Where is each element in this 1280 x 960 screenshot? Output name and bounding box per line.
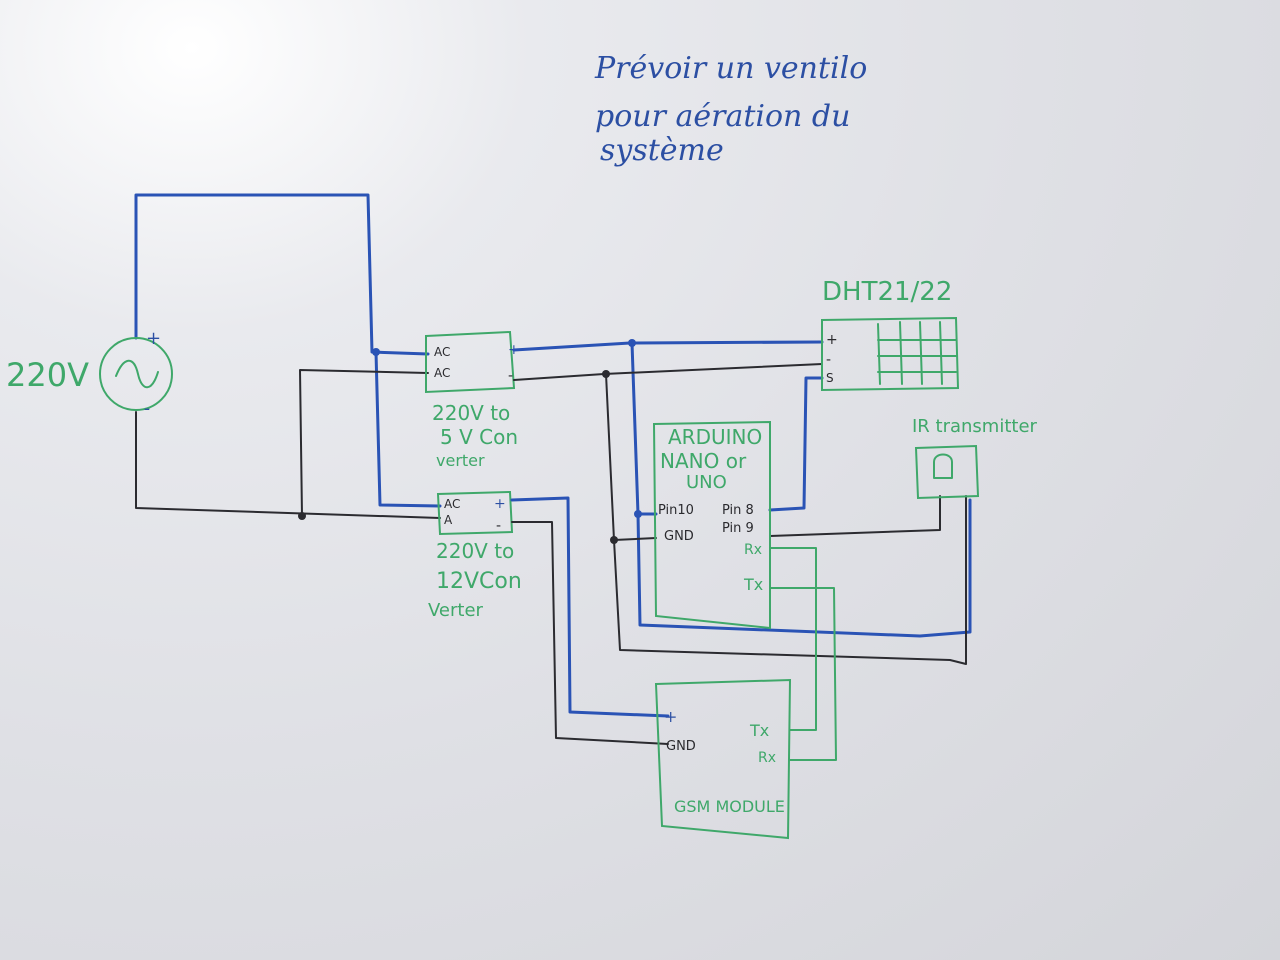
- dht-title: DHT21/22: [822, 277, 952, 307]
- converter-5v-box: [425, 330, 516, 394]
- arduino-tx-to-gsm-rx: [769, 587, 837, 761]
- mains-live-wire: [134, 193, 430, 356]
- gsm-module: [654, 678, 792, 840]
- converter-12v-box: [436, 490, 514, 536]
- converter-5v-in2: AC: [434, 366, 450, 380]
- note-line-2: pour aération du: [595, 99, 850, 134]
- converter-12v-in2: A: [444, 513, 453, 527]
- junction-dot: [372, 348, 380, 356]
- arduino-board: [652, 420, 771, 630]
- gsm-plus: +: [664, 707, 677, 726]
- arduino-pin10: Pin10: [658, 503, 694, 518]
- rail-5v-minus: [513, 363, 823, 381]
- note-line-1: Prévoir un ventilo: [594, 51, 867, 86]
- arduino-pin8: Pin 8: [722, 503, 754, 518]
- arduino-tx: Tx: [743, 575, 763, 594]
- rail-12v-plus: [510, 496, 670, 718]
- ir-title: IR transmitter: [912, 416, 1038, 437]
- converter-5v-label-1: 220V to: [432, 401, 510, 425]
- mains-branch-12v-live: [374, 350, 442, 508]
- converter-5v-label-2: 5 V Con: [440, 425, 518, 449]
- arduino-gnd-wire: [613, 537, 657, 541]
- rail-5v-plus-down: [630, 341, 972, 638]
- arduino-rx-to-gsm-tx: [769, 547, 817, 731]
- converter-12v-out-plus: +: [494, 496, 506, 512]
- dht-pin-s: S: [826, 371, 834, 385]
- dht-pin-minus: -: [826, 352, 831, 368]
- arduino-rx: Rx: [744, 542, 762, 558]
- rail-5v-minus-down: [605, 373, 967, 665]
- ir-signal-wire: [769, 495, 941, 537]
- arduino-gnd: GND: [664, 529, 694, 544]
- neutral-branch-5v: [299, 369, 429, 517]
- converter-5v-out-minus: -: [508, 368, 513, 384]
- converter-12v-label-1: 220V to: [436, 539, 514, 563]
- note-line-3: système: [600, 133, 724, 168]
- arduino-title-3: UNO: [686, 472, 727, 493]
- arduino-title-2: NANO or: [660, 449, 747, 473]
- converter-5v-label-3: verter: [436, 451, 485, 470]
- mains-neutral-wire: [135, 411, 441, 519]
- converter-12v-in1: AC: [444, 497, 460, 511]
- source-voltage-label: 220V: [6, 356, 89, 394]
- arduino-title-1: ARDUINO: [668, 425, 762, 449]
- converter-5v-in1: AC: [434, 345, 450, 359]
- converter-12v-label-2: 12VCon: [436, 569, 522, 594]
- junction-dot: [628, 339, 636, 347]
- arduino-pin9: Pin 9: [722, 521, 754, 536]
- gsm-title: GSM MODULE: [674, 797, 785, 816]
- gsm-tx: Tx: [749, 721, 769, 740]
- gsm-rx: Rx: [758, 750, 776, 766]
- dht-sensor: [821, 316, 960, 392]
- ac-source: [99, 337, 173, 411]
- gsm-gnd: GND: [666, 739, 696, 754]
- source-minus-sign: -: [144, 398, 150, 419]
- junction-dot: [298, 512, 306, 520]
- rail-5v-plus: [512, 340, 824, 352]
- dht-signal-wire: [768, 376, 824, 512]
- dht-pin-plus: +: [826, 332, 838, 348]
- converter-12v-out-minus: -: [496, 518, 501, 534]
- rail-12v-minus: [511, 521, 669, 745]
- source-plus-sign: +: [146, 328, 161, 349]
- junction-dot: [602, 370, 610, 378]
- ir-transmitter: [914, 444, 980, 500]
- converter-12v-label-3: Verter: [428, 600, 484, 621]
